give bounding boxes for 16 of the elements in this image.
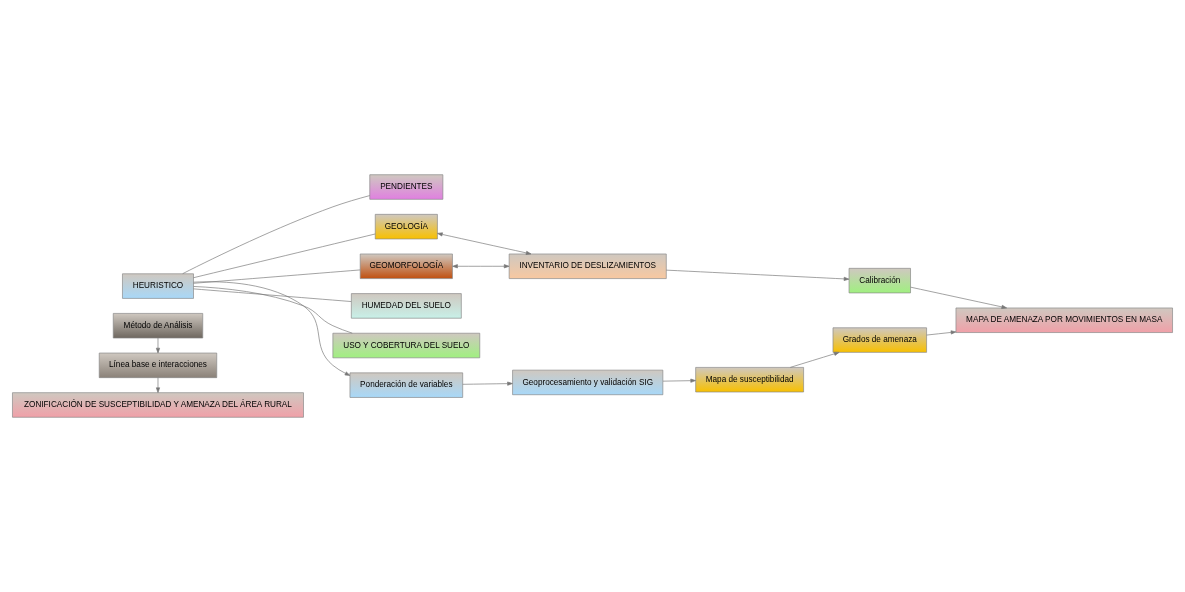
connector xyxy=(193,286,353,334)
arrow xyxy=(193,281,351,376)
arrow xyxy=(662,378,696,383)
arrow xyxy=(790,351,840,368)
connector xyxy=(182,195,371,274)
arrow xyxy=(452,264,510,269)
connector xyxy=(193,269,361,284)
arrow xyxy=(926,330,957,336)
arrow xyxy=(155,337,160,354)
connector xyxy=(193,233,376,279)
arrow xyxy=(665,269,850,281)
connector xyxy=(193,288,352,302)
arrow xyxy=(155,377,160,393)
arrow xyxy=(462,381,513,386)
arrow xyxy=(437,232,532,255)
arrow xyxy=(910,286,1007,309)
